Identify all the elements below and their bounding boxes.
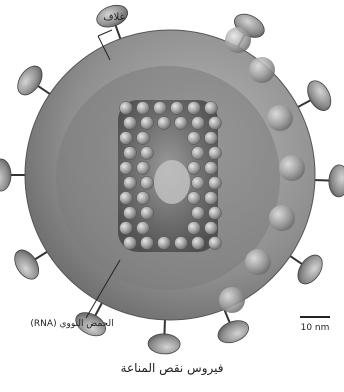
- capsomere: [124, 117, 137, 130]
- surface-knob-icon: [245, 249, 271, 275]
- capsomere: [209, 177, 222, 190]
- capsomere: [209, 147, 222, 160]
- capsomere: [175, 237, 188, 250]
- capsomere: [192, 117, 205, 130]
- capsomere: [124, 177, 137, 190]
- capsomere: [137, 102, 150, 115]
- capsomere: [205, 102, 218, 115]
- capsomere: [124, 237, 137, 250]
- surface-knob-icon: [249, 57, 275, 83]
- capsomere: [188, 132, 201, 145]
- capsomere: [192, 207, 205, 220]
- figure-caption: فيروس نقص المناعة: [121, 361, 224, 376]
- capsomere: [120, 222, 133, 235]
- glycoprotein-spike-icon: [293, 251, 327, 289]
- capsomere: [188, 192, 201, 205]
- surface-knob-icon: [219, 287, 245, 313]
- capsomere: [137, 162, 150, 175]
- capsomere: [192, 177, 205, 190]
- capsomere: [154, 102, 167, 115]
- capsomere: [209, 237, 222, 250]
- capsomere: [141, 177, 154, 190]
- glycoprotein-spike-icon: [13, 62, 47, 100]
- capsomere: [188, 162, 201, 175]
- capsomere: [192, 237, 205, 250]
- capsomere: [141, 237, 154, 250]
- glycoprotein-spike-icon: [328, 165, 344, 198]
- capsomere: [205, 162, 218, 175]
- nucleic-acid-label: الحمض النووي (RNA): [30, 319, 113, 329]
- envelope-label: غلاف: [103, 12, 125, 23]
- capsomere: [175, 117, 188, 130]
- capsomere: [158, 237, 171, 250]
- capsomere: [120, 192, 133, 205]
- surface-knob-icon: [279, 155, 305, 181]
- capsomere: [141, 147, 154, 160]
- capsomere: [188, 102, 201, 115]
- surface-knob-icon: [269, 205, 295, 231]
- surface-knob-icon: [267, 105, 293, 131]
- capsomere: [120, 102, 133, 115]
- capsomere: [205, 132, 218, 145]
- capsomere: [158, 117, 171, 130]
- capsomere: [124, 147, 137, 160]
- capsomere: [137, 222, 150, 235]
- glycoprotein-spike-icon: [215, 316, 252, 347]
- capsomere: [205, 222, 218, 235]
- capsomere: [192, 147, 205, 160]
- capsomere: [137, 192, 150, 205]
- glycoprotein-spike-icon: [10, 246, 44, 284]
- rna-strand-icon: [154, 160, 190, 204]
- glycoprotein-spike-icon: [0, 159, 11, 191]
- capsomere: [141, 207, 154, 220]
- capsomere: [124, 207, 137, 220]
- capsomere: [120, 132, 133, 145]
- glycoprotein-spike-icon: [148, 333, 181, 354]
- capsomere: [209, 207, 222, 220]
- capsomere: [209, 117, 222, 130]
- capsomere: [141, 117, 154, 130]
- capsomere: [120, 162, 133, 175]
- glycoprotein-spike-icon: [303, 77, 336, 115]
- surface-knob-icon: [225, 27, 251, 53]
- capsomere: [205, 192, 218, 205]
- capsomere: [171, 102, 184, 115]
- capsomere: [137, 132, 150, 145]
- scale-label: 10 nm: [301, 323, 330, 333]
- capsomere: [188, 222, 201, 235]
- envelope-leader-line: [98, 30, 112, 36]
